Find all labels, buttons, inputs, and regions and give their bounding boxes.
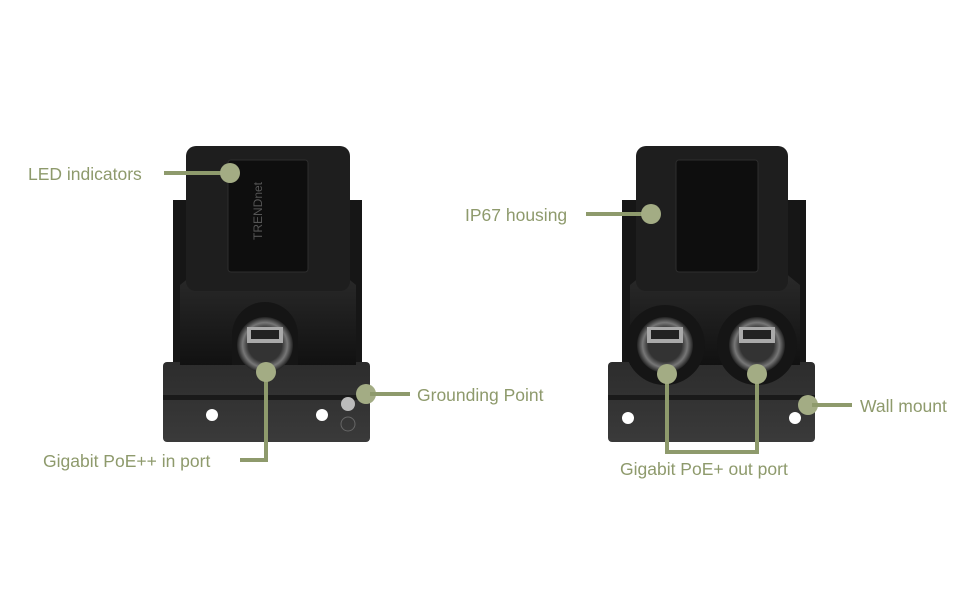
callout-poe-in-port: Gigabit PoE++ in port [43,362,276,471]
callout-label: Wall mount [860,396,947,416]
brand-logo: TRENDnet [251,181,265,240]
label-panel [675,159,759,273]
callout-dot [256,362,276,382]
callout-label: Grounding Point [417,385,544,405]
callout-ip67-housing: IP67 housing [465,204,661,225]
callout-dot [798,395,818,415]
poe-injector-device: TRENDnet [163,146,370,442]
callout-label: IP67 housing [465,205,567,225]
callout-grounding-point: Grounding Point [356,384,544,405]
callout-label: LED indicators [28,164,142,184]
grounding-screw [341,397,355,411]
callout-dot [641,204,661,224]
mount-hole [206,409,218,421]
label-panel [227,159,309,273]
callout-wall-mount: Wall mount [798,395,947,416]
mount-hole [622,412,634,424]
callout-dot [657,364,677,384]
callout-dot [747,364,767,384]
callout-label: Gigabit PoE++ in port [43,451,210,471]
callout-dot [356,384,376,404]
mount-hole [316,409,328,421]
poe-splitter-device [608,146,815,442]
callout-led-indicators: LED indicators [28,163,240,184]
mount-hole [789,412,801,424]
callout-poe-out-port: Gigabit PoE+ out port [620,364,788,479]
callout-label: Gigabit PoE+ out port [620,459,788,479]
callout-dot [220,163,240,183]
